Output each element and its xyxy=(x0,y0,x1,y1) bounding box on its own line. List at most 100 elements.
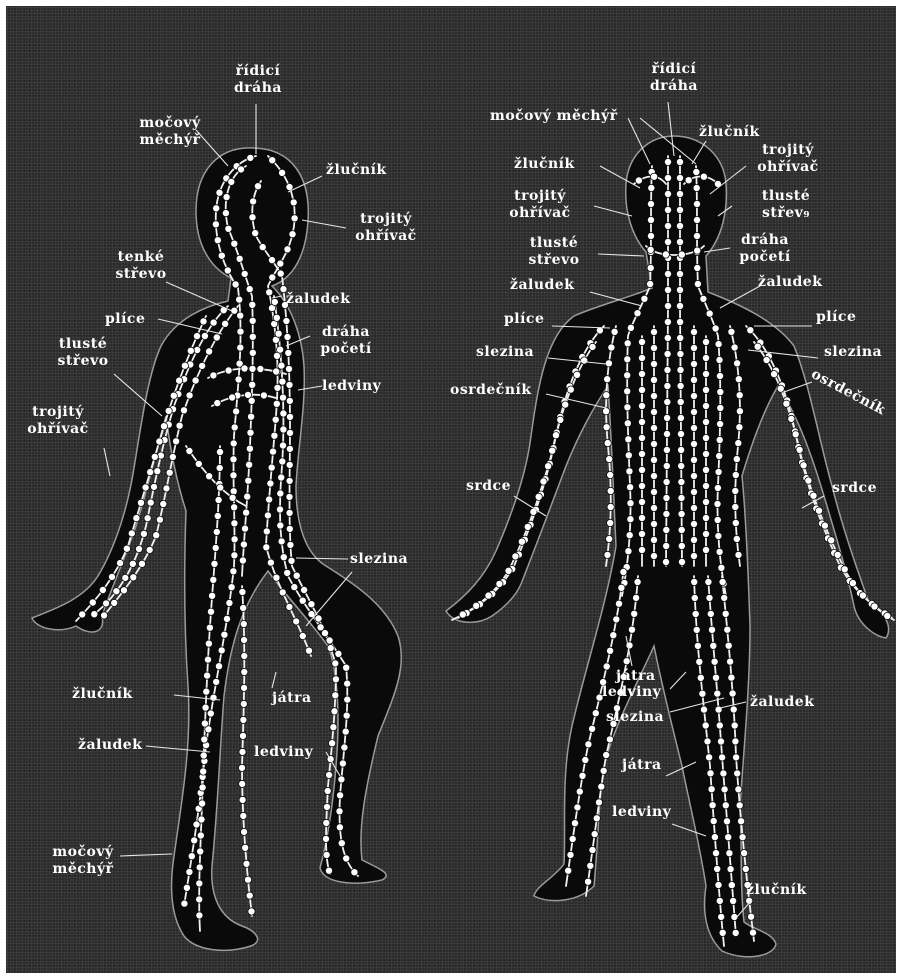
acupoint-marker xyxy=(638,370,645,377)
acupoint-marker xyxy=(197,832,204,839)
acupoint-marker xyxy=(279,394,286,401)
acupoint-marker xyxy=(237,344,244,351)
acupoint-marker xyxy=(233,408,240,415)
acupoint-marker xyxy=(200,752,207,759)
acupoint-marker xyxy=(186,868,193,875)
acupoint-marker xyxy=(716,452,723,459)
acupoint-marker xyxy=(650,472,657,479)
acupoint-marker xyxy=(573,371,580,378)
acupoint-marker xyxy=(690,504,697,511)
acupoint-marker xyxy=(589,343,596,350)
acupoint-marker xyxy=(589,725,596,732)
label-trojity-ohrivac-right-right: trojitý ohřívač xyxy=(748,142,828,176)
acupoint-marker xyxy=(473,602,480,609)
acupoint-marker xyxy=(651,173,658,180)
acupoint-marker xyxy=(607,647,614,654)
acupoint-marker xyxy=(201,720,208,727)
acupoint-marker xyxy=(676,190,683,197)
acupoint-marker xyxy=(329,740,336,747)
acupoint-marker xyxy=(613,616,620,623)
acupoint-marker xyxy=(678,478,685,485)
acupoint-marker xyxy=(246,286,253,293)
acupoint-marker xyxy=(317,624,324,631)
acupoint-marker xyxy=(249,349,256,356)
acupoint-marker xyxy=(279,442,286,449)
acupoint-marker xyxy=(702,386,709,393)
acupoint-marker xyxy=(626,468,633,475)
acupoint-marker xyxy=(694,280,701,287)
acupoint-marker xyxy=(275,330,282,337)
acupoint-marker xyxy=(284,333,291,340)
acupoint-marker xyxy=(694,642,701,649)
acupoint-marker xyxy=(249,365,256,372)
acupoint-marker xyxy=(716,356,723,363)
acupoint-marker xyxy=(239,588,246,595)
acupoint-marker xyxy=(218,647,225,654)
acupoint-marker xyxy=(268,464,275,471)
acupoint-marker xyxy=(711,834,718,841)
acupoint-marker xyxy=(634,310,641,317)
acupoint-marker xyxy=(702,338,709,345)
acupoint-marker xyxy=(736,424,743,431)
acupoint-marker xyxy=(810,492,817,499)
acupoint-marker xyxy=(192,377,199,384)
acupoint-marker xyxy=(714,484,721,491)
acupoint-marker xyxy=(496,580,503,587)
acupoint-marker xyxy=(285,349,292,356)
acupoint-marker xyxy=(111,599,118,606)
label-zlucnik-left-top: žlučník xyxy=(326,162,387,179)
acupoint-marker xyxy=(721,594,728,601)
label-mocovy-mechyr-left-top: močový měchýř xyxy=(128,115,212,149)
label-ridici-draha-right: řídicí dráha xyxy=(636,61,712,95)
acupoint-marker xyxy=(249,317,256,324)
acupoint-marker xyxy=(650,408,657,415)
acupoint-marker xyxy=(678,558,685,565)
acupoint-marker xyxy=(792,431,799,438)
acupoint-marker xyxy=(187,347,194,354)
acupoint-marker xyxy=(849,580,856,587)
acupoint-marker xyxy=(236,296,243,303)
acupoint-marker xyxy=(286,445,293,452)
acupoint-marker xyxy=(147,499,154,506)
acupoint-marker xyxy=(552,432,559,439)
acupoint-marker xyxy=(246,892,253,899)
acupoint-marker xyxy=(153,532,160,539)
acupoint-marker xyxy=(587,862,594,869)
acupoint-marker xyxy=(279,589,286,596)
acupoint-marker xyxy=(664,158,671,165)
label-srdce-right-left: srdce xyxy=(466,478,511,495)
acupoint-marker xyxy=(647,264,654,271)
acupoint-marker xyxy=(276,506,283,513)
acupoint-marker xyxy=(796,446,803,453)
acupoint-marker xyxy=(763,356,770,363)
acupoint-marker xyxy=(213,528,220,535)
acupoint-marker xyxy=(627,516,634,523)
label-zlucnik-right-foot: žlučník xyxy=(746,882,807,899)
acupoint-marker xyxy=(203,688,210,695)
acupoint-marker xyxy=(702,722,709,729)
acupoint-marker xyxy=(226,599,233,606)
right-figure xyxy=(446,136,894,957)
acupoint-marker xyxy=(722,610,729,617)
acupoint-marker xyxy=(676,174,683,181)
acupoint-marker xyxy=(323,803,330,810)
acupoint-marker xyxy=(240,620,247,627)
acupoint-marker xyxy=(196,896,203,903)
acupoint-marker xyxy=(344,680,351,687)
acupoint-marker xyxy=(734,770,741,777)
acupoint-marker xyxy=(238,764,245,771)
acupoint-marker xyxy=(263,544,270,551)
acupoint-marker xyxy=(702,530,709,537)
acupoint-marker xyxy=(717,388,724,395)
acupoint-marker xyxy=(727,658,734,665)
acupoint-marker xyxy=(663,542,670,549)
label-zaludek-right-left: žaludek xyxy=(510,277,574,294)
acupoint-marker xyxy=(611,328,618,335)
acupoint-marker xyxy=(230,456,237,463)
acupoint-marker xyxy=(272,416,279,423)
acupoint-marker xyxy=(841,566,848,573)
acupoint-marker xyxy=(579,772,586,779)
acupoint-marker xyxy=(788,415,795,422)
acupoint-marker xyxy=(241,684,248,691)
acupoint-marker xyxy=(650,520,657,527)
